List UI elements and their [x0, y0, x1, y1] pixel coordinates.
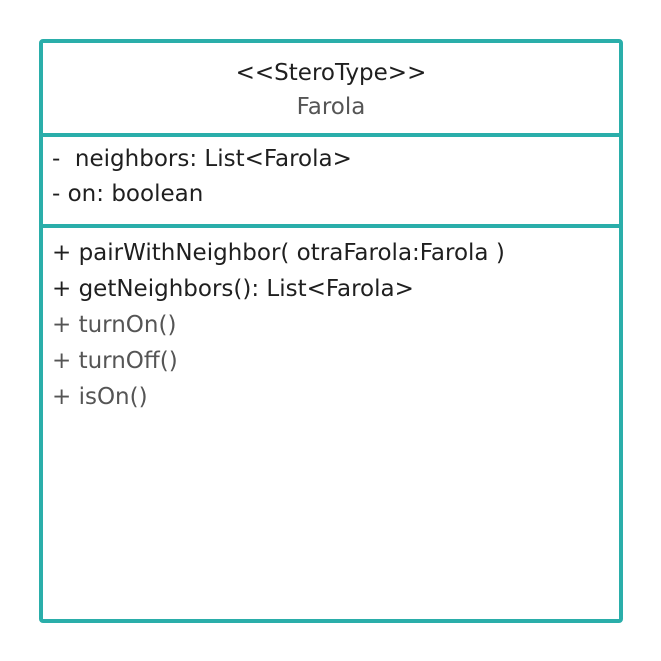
uml-class-box[interactable]: <<SteroType>> Farola - neighbors: List<F…: [39, 39, 623, 623]
operations-compartment: + pairWithNeighbor( otraFarola:Farola ) …: [43, 228, 619, 619]
attribute-neighbors: - neighbors: List<Farola>: [52, 146, 352, 172]
operation-turn-off: + turnOff(): [52, 348, 178, 374]
attribute-on: - on: boolean: [52, 181, 204, 207]
class-header: <<SteroType>> Farola: [43, 43, 619, 137]
class-name: Farola: [296, 94, 366, 120]
operation-turn-on: + turnOn(): [52, 312, 177, 338]
operation-get-neighbors: + getNeighbors(): List<Farola>: [52, 276, 414, 302]
attributes-compartment: - neighbors: List<Farola> - on: boolean: [43, 137, 619, 228]
operation-pair-with-neighbor: + pairWithNeighbor( otraFarola:Farola ): [52, 240, 505, 266]
operation-is-on: + isOn(): [52, 384, 148, 410]
class-stereotype: <<SteroType>>: [235, 60, 427, 86]
